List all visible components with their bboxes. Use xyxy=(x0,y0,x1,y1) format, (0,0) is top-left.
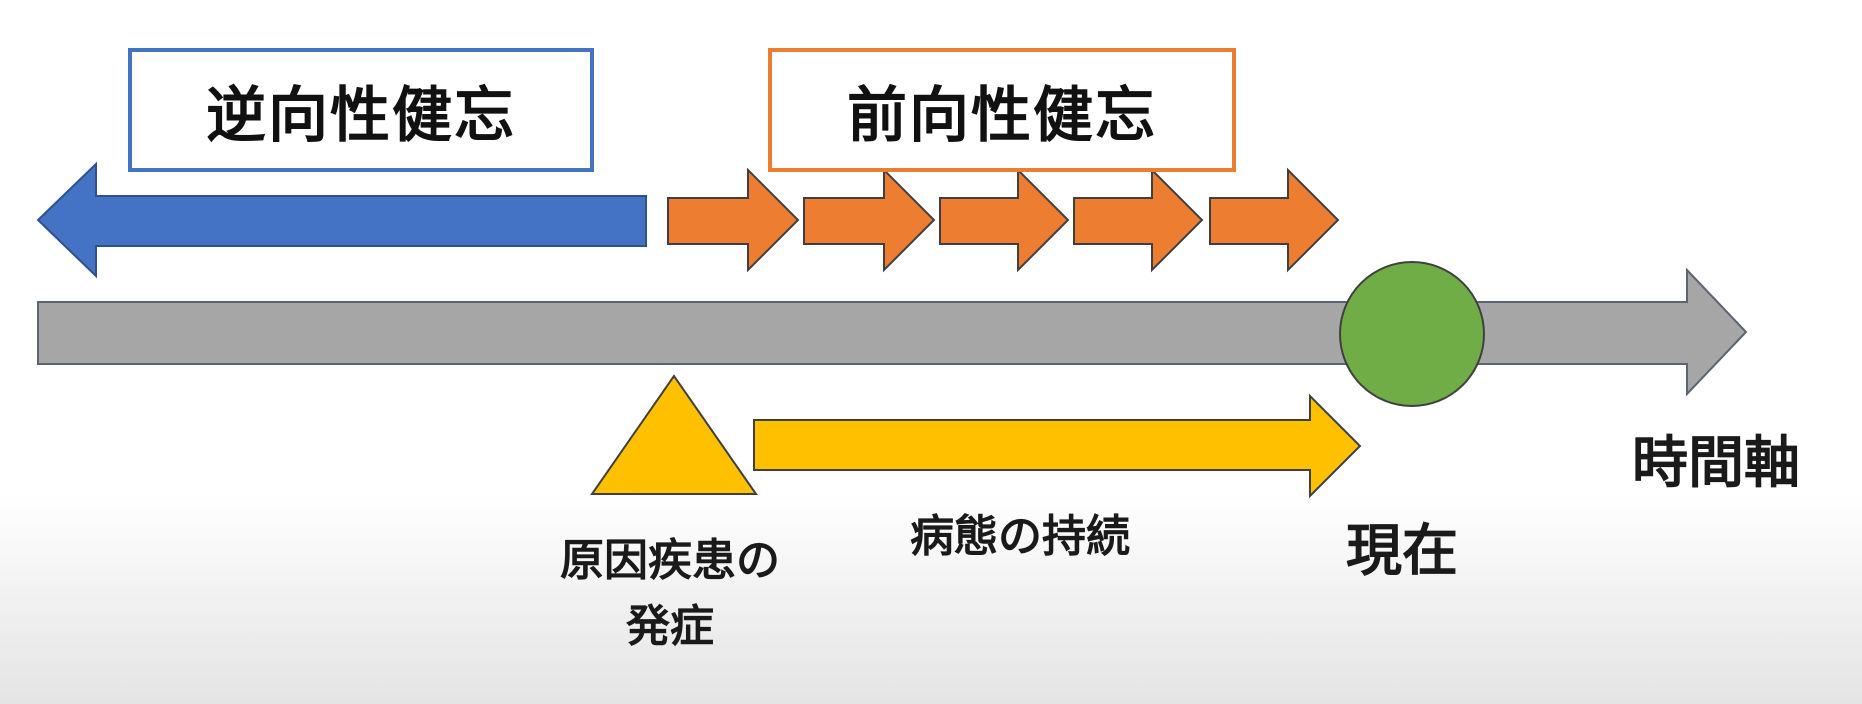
present-label: 現在 xyxy=(1346,519,1458,584)
time-axis-label: 時間軸 xyxy=(1632,431,1800,496)
present-marker xyxy=(1339,261,1485,407)
anterograde-arrow-2 xyxy=(803,167,936,273)
onset-triangle xyxy=(590,374,758,495)
anterograde-amnesia-label-box: 前向性健忘 xyxy=(768,48,1236,172)
anterograde-arrow-4 xyxy=(1073,167,1204,273)
time-axis-arrow xyxy=(37,267,1748,397)
anterograde-arrow-5 xyxy=(1209,167,1340,273)
anterograde-amnesia-label: 前向性健忘 xyxy=(847,80,1157,151)
retrograde-amnesia-label: 逆向性健忘 xyxy=(206,80,516,151)
onset-label: 原因疾患の 発症 xyxy=(500,528,840,660)
anterograde-arrow-3 xyxy=(939,167,1070,273)
persistence-arrow xyxy=(753,393,1362,499)
retrograde-amnesia-label-box: 逆向性健忘 xyxy=(128,48,594,172)
persistence-label: 病態の持続 xyxy=(910,511,1130,562)
onset-label-line2: 発症 xyxy=(626,601,714,652)
retrograde-arrow xyxy=(36,161,647,279)
anterograde-arrow-1 xyxy=(667,167,800,273)
onset-label-line1: 原因疾患の xyxy=(560,535,780,586)
